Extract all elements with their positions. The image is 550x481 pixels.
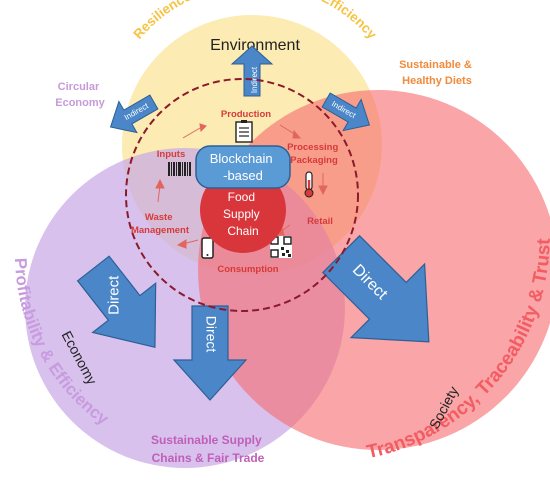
blockchain-badge	[195, 145, 291, 189]
thermometer-icon	[304, 171, 314, 198]
direct-arrow-supply: Direct	[172, 305, 248, 401]
blockchain-label: Blockchain -based	[210, 151, 277, 183]
stage-inputs: Inputs	[157, 149, 186, 160]
svg-text:Direct: Direct	[105, 275, 122, 315]
smartphone-icon	[201, 237, 214, 259]
direct-arrow-society: Direct	[321, 234, 430, 343]
svg-text:Direct: Direct	[203, 316, 219, 353]
supply-chains-label: Sustainable Supply Chains & Fair Trade	[151, 433, 265, 465]
indirect-arrow-right: Indirect	[321, 92, 371, 132]
sustainable-diets-label: Sustainable & Healthy Diets	[399, 59, 475, 87]
circular-economy-label: Circular Economy	[55, 81, 105, 109]
supply-chain-ring	[125, 78, 359, 312]
qr-code-icon	[270, 236, 292, 258]
food-supply-chain-label: Food Supply Chain	[223, 190, 263, 238]
svg-text:Indirect: Indirect	[250, 66, 259, 93]
stage-retail: Retail	[307, 216, 333, 227]
stage-waste: Waste Management	[131, 212, 190, 236]
environment-label: Environment	[210, 37, 300, 54]
barcode-icon	[168, 162, 191, 176]
direct-arrow-economy: Direct	[76, 255, 157, 349]
stage-consumption: Consumption	[217, 264, 278, 275]
stage-production: Production	[221, 109, 271, 120]
indirect-arrow-left: Indirect	[109, 94, 159, 134]
indirect-arrow-top: Indirect	[230, 45, 274, 97]
clipboard-icon	[235, 120, 253, 143]
stage-processing: Processing Packaging	[287, 142, 341, 166]
